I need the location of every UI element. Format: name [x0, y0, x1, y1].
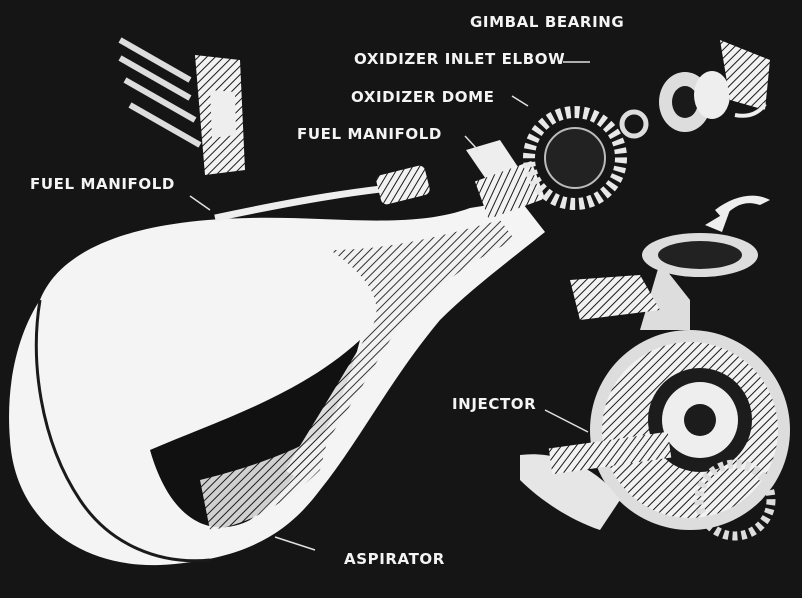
aspirator-skirt: [200, 430, 330, 530]
label-injector: INJECTOR: [452, 395, 537, 413]
label-fuel-manifold-left: FUEL MANIFOLD: [30, 175, 175, 193]
leader-lines: [189, 61, 590, 551]
label-oxidizer-inlet-elbow: OXIDIZER INLET ELBOW: [354, 50, 566, 68]
gimbal-assembly: [619, 40, 770, 139]
nozzle-rim: [34, 299, 211, 563]
label-gimbal-bearing: GIMBAL BEARING: [470, 13, 625, 31]
injector-assembly: [520, 233, 790, 541]
fuel-line: [214, 165, 430, 222]
nozzle-cooling-tubes: [285, 220, 515, 480]
label-oxidizer-dome: OXIDIZER DOME: [351, 88, 495, 106]
label-fuel-manifold-upper: FUEL MANIFOLD: [297, 125, 442, 143]
fuel-manifold-detail: [118, 37, 245, 175]
thrust-chamber: [9, 200, 545, 566]
label-aspirator: ASPIRATOR: [344, 550, 445, 568]
oxidizer-dome: [523, 106, 627, 210]
assembly-arrows: [705, 195, 770, 232]
